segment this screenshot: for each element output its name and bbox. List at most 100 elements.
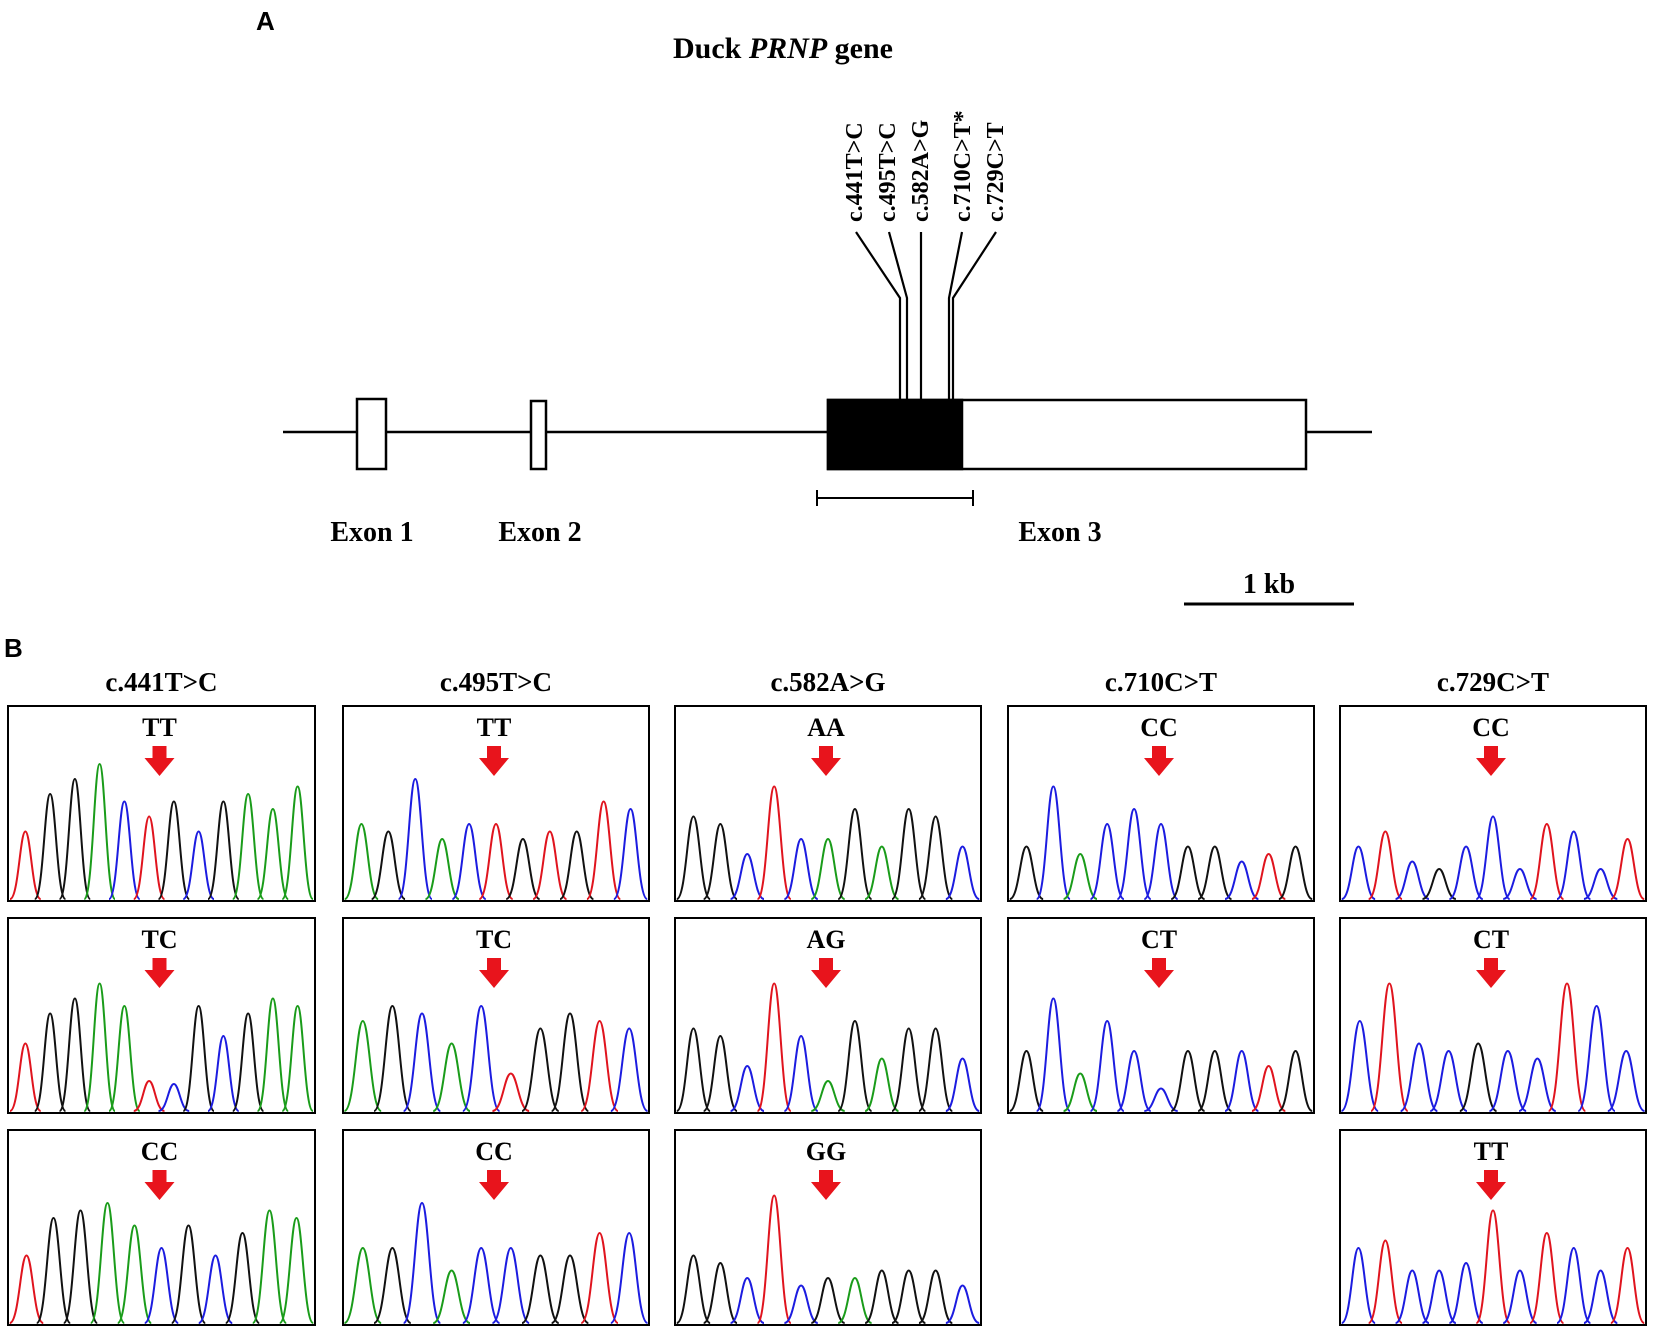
genotype-label: AG xyxy=(807,925,846,954)
trace-peak xyxy=(1529,1231,1565,1324)
chromatogram-panel: TC xyxy=(342,917,650,1114)
trace-peak xyxy=(559,830,594,900)
exon-2-label: Exon 2 xyxy=(498,517,581,548)
trace-peak xyxy=(1395,1269,1430,1324)
genotype-label: GG xyxy=(806,1137,846,1166)
trace-peak xyxy=(1197,1049,1233,1112)
red-arrow-icon xyxy=(1476,1170,1506,1200)
chromatogram-panel: TC xyxy=(7,917,316,1114)
trace-peak xyxy=(1009,845,1044,900)
trace-peak xyxy=(1448,1261,1484,1324)
red-arrow-icon xyxy=(479,1170,509,1200)
trace-peak xyxy=(9,1254,44,1324)
genotype-label: TT xyxy=(1474,1137,1509,1166)
panel-a-letter: A xyxy=(256,6,275,36)
chromatogram-frame xyxy=(1339,917,1647,1114)
trace-peak xyxy=(609,1231,649,1324)
trace-peak xyxy=(1459,1042,1498,1112)
chromatogram-frame xyxy=(1339,705,1647,902)
red-arrow-icon xyxy=(1476,958,1506,988)
trace-peak xyxy=(462,1246,501,1324)
trace-peak xyxy=(1340,1019,1380,1112)
exon-1-label: Exon 1 xyxy=(330,517,413,548)
trace-peak xyxy=(1170,845,1206,900)
trace-peak xyxy=(810,1079,846,1112)
exon-1-box xyxy=(355,397,388,471)
snp-column-header: c.441T>C xyxy=(105,667,217,697)
trace-peak xyxy=(730,1064,765,1112)
genotype-label: CT xyxy=(1473,925,1509,954)
trace-peak xyxy=(1502,1269,1538,1324)
snp-label-582: c.582A>G xyxy=(908,119,934,222)
trace-peak xyxy=(1583,867,1618,900)
chromatogram-panel: TT xyxy=(1339,1129,1647,1326)
trace-peak xyxy=(1035,997,1072,1112)
trace-peak xyxy=(1609,1246,1646,1324)
snp-label-495: c.495T>C xyxy=(875,122,901,222)
red-arrow-icon xyxy=(144,958,175,988)
exon-3-coding-region xyxy=(826,398,964,471)
trace-peak xyxy=(580,1231,619,1324)
trace-peak xyxy=(108,800,141,900)
red-arrow-icon xyxy=(479,746,509,776)
trace-peak xyxy=(1367,1239,1404,1324)
trace-peak xyxy=(1529,822,1565,900)
trace-peak xyxy=(62,1209,99,1324)
red-arrow-icon xyxy=(1144,958,1174,988)
trace-peak xyxy=(1009,1049,1044,1112)
trace-peak xyxy=(612,807,649,900)
chromatogram-panel: GG xyxy=(674,1129,982,1326)
trace-peak xyxy=(492,1072,530,1112)
trace-peak xyxy=(424,837,460,900)
chromatogram-panel: CT xyxy=(1007,917,1315,1114)
trace-peak xyxy=(1610,837,1645,900)
trace-peak xyxy=(891,1027,927,1112)
red-arrow-icon xyxy=(1476,746,1506,776)
trace-peak xyxy=(207,800,240,900)
trace-peak xyxy=(550,1012,590,1112)
trace-peak xyxy=(1502,867,1537,900)
snp-connectors xyxy=(855,231,997,400)
trace-peak xyxy=(864,845,900,900)
trace-peak xyxy=(256,997,290,1112)
snp-line-710 xyxy=(947,231,964,400)
chromatogram-panel: CC xyxy=(1339,705,1647,902)
trace-peak xyxy=(783,1034,819,1112)
trace-peak xyxy=(675,1027,712,1112)
trace-peak xyxy=(1577,1004,1616,1112)
chromatogram-frame xyxy=(342,705,650,902)
genotype-label: AA xyxy=(807,713,845,742)
trace-peak xyxy=(224,1231,261,1324)
genotype-label: TT xyxy=(477,713,512,742)
trace-peak xyxy=(864,1057,900,1112)
snp-column-header: c.729C>T xyxy=(1437,667,1549,697)
trace-peak xyxy=(810,1276,846,1324)
chromatogram-panel: CC xyxy=(1007,705,1315,902)
trace-peak xyxy=(864,1269,900,1324)
trace-peak xyxy=(1116,1049,1152,1112)
snp-label-441: c.441T>C xyxy=(842,122,868,222)
scale-bar-label: 1 kb xyxy=(1243,569,1295,600)
trace-peak xyxy=(837,1019,873,1112)
trace-peak xyxy=(580,1019,619,1112)
trace-peak xyxy=(1341,845,1376,900)
trace-peak xyxy=(33,1012,67,1112)
genotype-label: CC xyxy=(141,1137,179,1166)
snp-line-441 xyxy=(855,231,902,400)
red-arrow-icon xyxy=(479,958,509,988)
trace-peak xyxy=(1422,867,1457,900)
gene-structure xyxy=(283,397,1372,506)
trace-peak xyxy=(1475,815,1511,900)
red-arrow-icon xyxy=(811,1170,841,1200)
trace-peak xyxy=(397,777,433,900)
red-arrow-icon xyxy=(144,746,175,776)
trace-peak xyxy=(1089,1019,1125,1112)
trace-peak xyxy=(1035,785,1072,900)
trace-peak xyxy=(170,1224,207,1324)
trace-peak xyxy=(1370,982,1409,1112)
trace-peak xyxy=(402,1201,442,1324)
trace-peak xyxy=(1224,1049,1259,1112)
trace-peak xyxy=(157,800,191,900)
genotype-label: TC xyxy=(141,925,177,954)
